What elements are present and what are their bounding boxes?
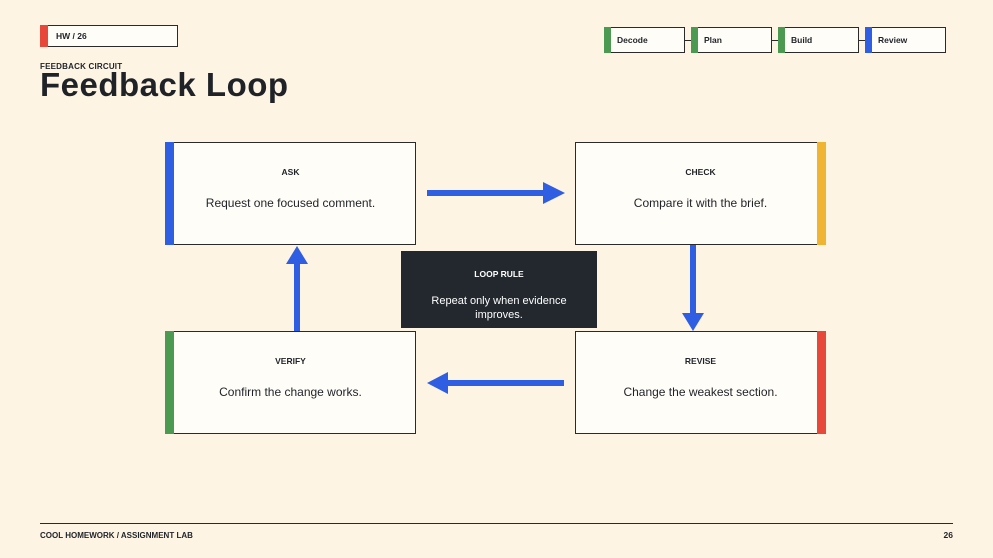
node-revise-title: REVISE [684,356,717,366]
loop-rule-box: LOOP RULE Repeat only when evidence impr… [401,251,597,328]
arrow-revise-to-verify [427,372,564,394]
node-ask: ASK Request one focused comment. [165,142,416,245]
step-color-bar [691,27,698,53]
step-label: Build [791,35,813,45]
node-verify-text: Confirm the change works. [219,385,362,399]
arrow-verify-to-ask [286,246,308,331]
tag-label: HW / 26 [56,31,87,41]
footer-divider [40,523,953,524]
arrow-ask-to-check [427,182,565,204]
arrow-check-to-revise [682,245,704,331]
node-check-title: CHECK [685,167,716,177]
section-kicker: FEEDBACK CIRCUIT [40,62,123,71]
page-number: 26 [943,530,953,540]
step-decode[interactable]: Decode [604,27,685,53]
step-plan[interactable]: Plan [691,27,772,53]
node-check-color-bar [817,142,826,245]
node-ask-text: Request one focused comment. [205,196,376,210]
step-build[interactable]: Build [778,27,859,53]
step-label: Plan [704,35,722,45]
node-revise-color-bar [817,331,826,434]
step-label: Review [878,35,908,45]
loop-rule-title: LOOP RULE [474,269,524,279]
step-color-bar [604,27,611,53]
assignment-tag: HW / 26 [40,25,178,47]
node-check: CHECK Compare it with the brief. [575,142,826,245]
step-color-bar [778,27,785,53]
step-color-bar [865,27,872,53]
node-verify-color-bar [165,331,174,434]
step-connector [684,40,692,41]
node-ask-title: ASK [281,167,300,177]
node-check-text: Compare it with the brief. [633,196,768,210]
node-ask-color-bar [165,142,174,245]
footer-label: COOL HOMEWORK / ASSIGNMENT LAB [40,531,193,540]
step-review[interactable]: Review [865,27,946,53]
step-connector [771,40,779,41]
node-revise-text: Change the weakest section. [623,385,778,399]
loop-rule-text: Repeat only when evidence improves. [431,295,567,321]
node-verify-title: VERIFY [275,356,306,366]
step-connector [858,40,866,41]
page-title: Feedback Loop [40,66,289,103]
tag-accent-bar [40,25,48,47]
node-revise: REVISE Change the weakest section. [575,331,826,434]
node-verify: VERIFY Confirm the change works. [165,331,416,434]
step-label: Decode [617,35,648,45]
